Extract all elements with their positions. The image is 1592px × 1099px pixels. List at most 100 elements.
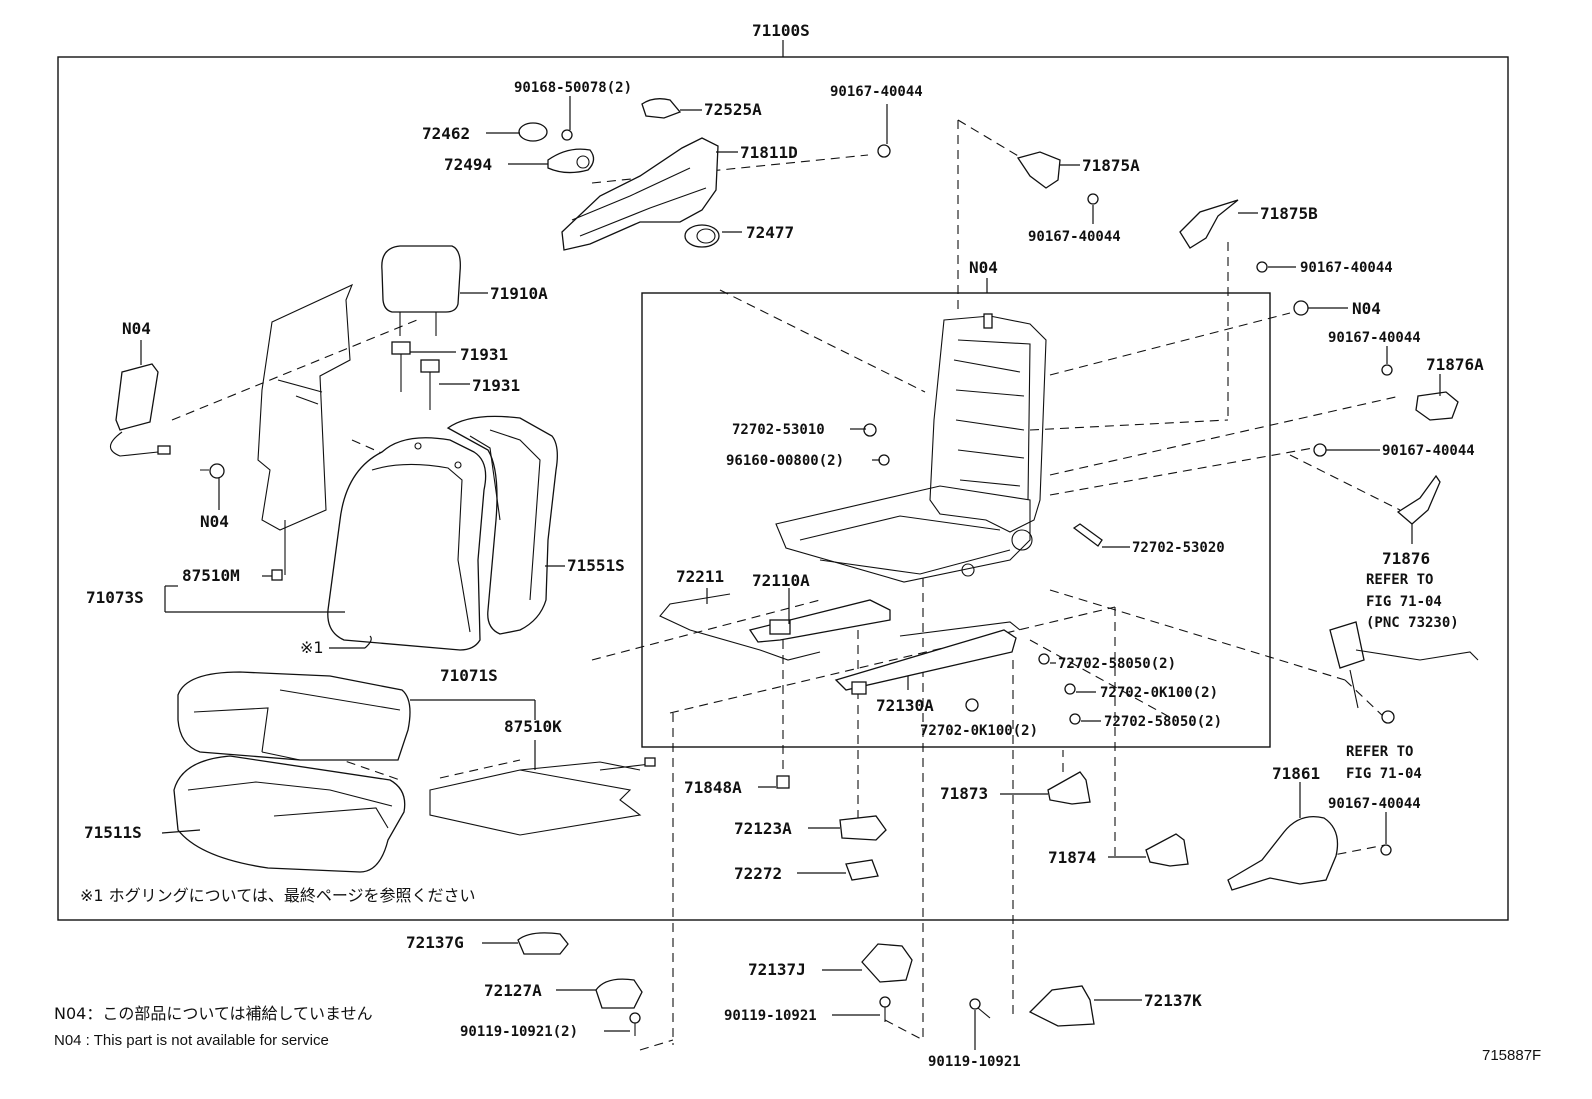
label-72211: 72211 xyxy=(676,567,724,586)
part-bracket-71875B xyxy=(1179,199,1268,273)
label-71876: 71876 xyxy=(1382,549,1430,568)
part-seatback-pad-71073S xyxy=(257,283,354,581)
label-72462: 72462 xyxy=(422,124,470,143)
leader-lines xyxy=(140,96,1441,1050)
part-rail-72130A xyxy=(834,621,1021,695)
part-seatback-side-71551S xyxy=(446,415,558,635)
label-71071S: 71071S xyxy=(440,666,498,685)
part-screws-frame xyxy=(863,423,1103,547)
label-N04-right: N04 xyxy=(1352,299,1381,318)
part-clip-72272 xyxy=(845,859,879,881)
label-72702-0K100-a: 72702-0K100(2) xyxy=(1100,685,1218,701)
part-bolt-90167e xyxy=(1313,443,1327,457)
part-cover-71876A xyxy=(1381,364,1459,421)
part-screws-bottom xyxy=(629,996,991,1036)
label-fig-71-04-1: FIG 71-04 xyxy=(1366,594,1442,610)
label-71875A: 71875A xyxy=(1082,156,1140,175)
part-knob-72494 xyxy=(547,148,595,174)
part-upper-cover-71811D xyxy=(561,137,719,251)
hog-ring-note: ※1 ホグリングについては、最終ページを参照ください xyxy=(80,886,476,905)
label-pnc-73230: (PNC 73230) xyxy=(1366,615,1459,631)
part-pin-71848A xyxy=(776,775,790,789)
label-72525A: 72525A xyxy=(704,100,762,119)
part-guides-71931 xyxy=(391,341,440,410)
label-90119-10921-b: 90119-10921(2) xyxy=(460,1024,578,1040)
label-87510K: 87510K xyxy=(504,717,562,736)
label-71073S: 71073S xyxy=(86,588,144,607)
label-90167-40044-e: 90167-40044 xyxy=(1382,443,1475,459)
part-cover-72137J xyxy=(861,943,913,983)
part-bracket-72123A xyxy=(839,815,887,841)
part-bolts-rail xyxy=(965,653,1081,725)
label-ref-1: ※1 xyxy=(300,638,324,657)
part-seatbelt-buckle xyxy=(1329,621,1479,724)
label-71931-a: 71931 xyxy=(460,345,508,364)
part-bracket-71874 xyxy=(1145,833,1189,867)
label-refer-to-1: REFER TO xyxy=(1366,572,1433,588)
label-N04-airbag: N04 xyxy=(122,319,151,338)
label-90119-10921-c: 90119-10921 xyxy=(928,1054,1021,1070)
label-N04-frame: N04 xyxy=(969,258,998,277)
part-bolt-90167 xyxy=(877,144,891,158)
label-71848A: 71848A xyxy=(684,778,742,797)
part-wire-72211 xyxy=(659,593,821,661)
figure-id: 715887F xyxy=(1482,1047,1541,1064)
label-90167-40044-top: 90167-40044 xyxy=(830,84,923,100)
dashed-leaders xyxy=(171,119,1401,1051)
label-71511S: 71511S xyxy=(84,823,142,842)
part-cover-72127A xyxy=(595,978,643,1009)
label-71876A: 71876A xyxy=(1426,355,1484,374)
part-heater-87510K xyxy=(429,757,656,836)
label-fig-71-04-2: FIG 71-04 xyxy=(1346,766,1422,782)
part-bracket-71873 xyxy=(1047,771,1091,805)
label-72127A: 72127A xyxy=(484,981,542,1000)
label-72130A: 72130A xyxy=(876,696,934,715)
part-cover-71861 xyxy=(1227,815,1392,891)
part-seat-cushion-pad-71511S xyxy=(173,755,406,873)
label-71873: 71873 xyxy=(940,784,988,803)
label-71861: 71861 xyxy=(1272,764,1320,783)
part-nut-N04 xyxy=(209,463,225,479)
n04-note-english: N04 : This part is not available for ser… xyxy=(54,1032,329,1049)
label-87510M: 87510M xyxy=(182,566,240,585)
label-72702-0K100-b: 72702-0K100(2) xyxy=(920,723,1038,739)
part-bracket-71875A xyxy=(1016,151,1099,205)
label-90167-40044-f: 90167-40044 xyxy=(1328,796,1421,812)
part-cover-72137G xyxy=(517,932,569,955)
label-90167-40044-b: 90167-40044 xyxy=(1028,229,1121,245)
label-72702-58050-b: 72702-58050(2) xyxy=(1104,714,1222,730)
label-72702-53010: 72702-53010 xyxy=(732,422,825,438)
part-airbag-N04 xyxy=(109,363,171,457)
n04-note-japanese: N04：この部品については補給していません xyxy=(54,1004,373,1023)
label-72494: 72494 xyxy=(444,155,492,174)
part-nut-N04-right xyxy=(1293,300,1309,316)
label-72110A: 72110A xyxy=(752,571,810,590)
part-seatback-cover xyxy=(327,437,487,651)
part-labels: 71100S 90168-50078(2) 72525A 90167-40044… xyxy=(84,21,1484,1070)
label-refer-to-2: REFER TO xyxy=(1346,744,1413,760)
label-71874: 71874 xyxy=(1048,848,1096,867)
label-72477: 72477 xyxy=(746,223,794,242)
label-72137J: 72137J xyxy=(748,960,806,979)
part-rail-72110A xyxy=(748,599,891,643)
label-96160-00800: 96160-00800(2) xyxy=(726,453,844,469)
part-seat-frame xyxy=(775,313,1047,583)
label-72272: 72272 xyxy=(734,864,782,883)
label-71551S: 71551S xyxy=(567,556,625,575)
part-screw-90168 xyxy=(561,129,573,141)
label-71910A: 71910A xyxy=(490,284,548,303)
label-72702-53020: 72702-53020 xyxy=(1132,540,1225,556)
label-71811D: 71811D xyxy=(740,143,798,162)
label-72137K: 72137K xyxy=(1144,991,1202,1010)
label-90167-40044-d: 90167-40044 xyxy=(1328,330,1421,346)
label-71931-b: 71931 xyxy=(472,376,520,395)
label-72702-58050-a: 72702-58050(2) xyxy=(1058,656,1176,672)
part-cover-72525A xyxy=(641,98,682,119)
label-72123A: 72123A xyxy=(734,819,792,838)
part-lever-71876 xyxy=(1396,474,1441,525)
notes: ※1 ホグリングについては、最終ページを参照ください N04：この部品については… xyxy=(54,886,1541,1064)
frame-subassembly-box xyxy=(641,292,1271,748)
part-cover-72137K xyxy=(1028,985,1095,1027)
